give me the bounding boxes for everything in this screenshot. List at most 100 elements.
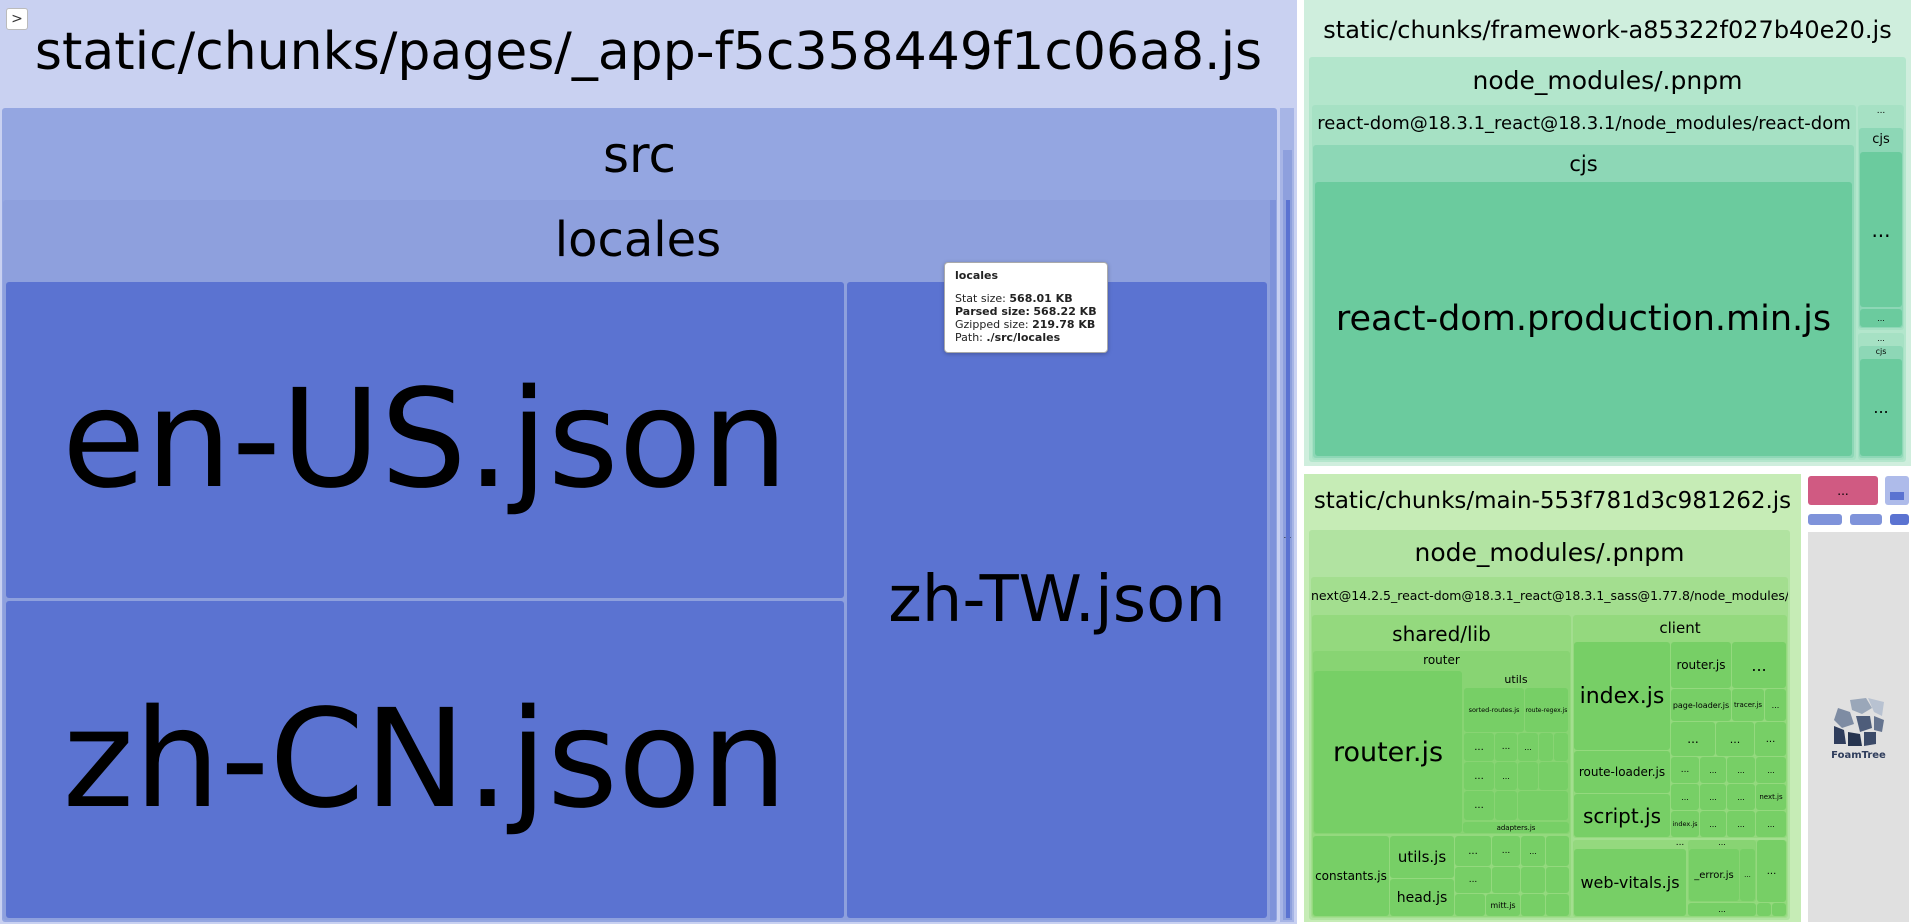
page-loader-label: page-loader.js bbox=[1672, 700, 1730, 710]
utils-file-h[interactable] bbox=[1518, 762, 1538, 790]
mitt-label: mitt.js bbox=[1490, 900, 1516, 910]
client-file-i[interactable]: ... bbox=[1756, 757, 1786, 783]
utils-file-k[interactable] bbox=[1495, 791, 1517, 820]
utils-file-a[interactable]: ... bbox=[1464, 733, 1494, 761]
small-index-label: index.js bbox=[1672, 820, 1698, 828]
shared-file-j[interactable] bbox=[1521, 894, 1545, 916]
file-en-us-json[interactable]: en-US.json bbox=[6, 282, 844, 598]
client-file-f[interactable]: ... bbox=[1671, 757, 1699, 783]
next-js-file[interactable]: next.js bbox=[1756, 784, 1786, 810]
tooltip-path-value: ./src/locales bbox=[986, 331, 1061, 344]
dots: ... bbox=[1474, 770, 1484, 782]
src-small-strip[interactable] bbox=[1270, 200, 1276, 920]
utils-file-j[interactable]: ... bbox=[1464, 791, 1494, 820]
tooltip-path-label: Path: bbox=[955, 331, 983, 344]
shared-file-e[interactable]: ... bbox=[1455, 867, 1491, 893]
client-file-g[interactable]: ... bbox=[1700, 757, 1726, 783]
dots: ... bbox=[1766, 865, 1777, 877]
shared-file-b[interactable]: ... bbox=[1492, 836, 1520, 866]
react-dom-package-label: react-dom@18.3.1_react@18.3.1/node_modul… bbox=[1317, 113, 1851, 134]
lib-file-d[interactable] bbox=[1772, 903, 1786, 916]
client-file-d[interactable]: ... bbox=[1716, 722, 1754, 756]
utils-file-b[interactable]: ... bbox=[1495, 733, 1517, 761]
small-chunk-blue[interactable] bbox=[1885, 476, 1909, 505]
client-index-file[interactable]: index.js bbox=[1574, 642, 1670, 750]
head-js-label: head.js bbox=[1396, 889, 1448, 906]
dots: ... bbox=[1681, 792, 1689, 802]
tooltip: locales Stat size: 568.01 KB Parsed size… bbox=[944, 262, 1108, 353]
web-vitals-file[interactable]: web-vitals.js bbox=[1574, 849, 1686, 916]
error-js-file[interactable]: _error.js bbox=[1689, 849, 1739, 901]
sorted-routes-file[interactable]: sorted-routes.js bbox=[1464, 688, 1524, 732]
react-dom-production-file[interactable]: react-dom.production.min.js bbox=[1315, 182, 1852, 456]
client-file-o[interactable]: ... bbox=[1756, 811, 1786, 837]
router-js-file[interactable]: router.js bbox=[1314, 671, 1462, 833]
utils-file-l[interactable] bbox=[1518, 791, 1568, 820]
utils-file-d[interactable] bbox=[1539, 733, 1553, 761]
shared-file-h[interactable] bbox=[1546, 867, 1569, 893]
small-chunk-pink[interactable]: ... bbox=[1808, 476, 1878, 505]
dots: ... bbox=[1529, 846, 1537, 856]
tooltip-gzip-label: Gzipped size: bbox=[955, 318, 1029, 331]
file-zh-cn-json[interactable]: zh-CN.json bbox=[6, 601, 844, 918]
small-index-file[interactable]: index.js bbox=[1671, 811, 1699, 837]
utils-file-i[interactable] bbox=[1539, 762, 1568, 790]
client-file-l[interactable]: ... bbox=[1727, 784, 1755, 810]
lib-file-c[interactable] bbox=[1757, 903, 1771, 916]
client-file-h[interactable]: ... bbox=[1727, 757, 1755, 783]
client-file-n[interactable]: ... bbox=[1727, 811, 1755, 837]
utils-file-e[interactable] bbox=[1554, 733, 1568, 761]
adapters-file[interactable]: adapters.js bbox=[1463, 822, 1569, 833]
constants-label: constants.js bbox=[1315, 869, 1387, 883]
sidebar-toggle-button[interactable]: > bbox=[6, 8, 28, 30]
tracer-file[interactable]: tracer.js bbox=[1732, 689, 1764, 721]
router-dir-label: router bbox=[1423, 653, 1460, 667]
route-loader-file[interactable]: route-loader.js bbox=[1574, 751, 1670, 793]
dots: ... bbox=[1501, 846, 1511, 856]
client-file-j[interactable]: ... bbox=[1671, 784, 1699, 810]
script-js-file[interactable]: script.js bbox=[1574, 794, 1670, 837]
client-file-a[interactable]: ... bbox=[1732, 642, 1786, 688]
client-router-file[interactable]: router.js bbox=[1671, 642, 1731, 688]
framework-side-file-2[interactable]: ... bbox=[1860, 359, 1902, 456]
shared-file-c[interactable]: ... bbox=[1521, 836, 1545, 866]
head-js-file[interactable]: head.js bbox=[1390, 879, 1454, 916]
adapters-label: adapters.js bbox=[1496, 823, 1536, 832]
mitt-file[interactable]: mitt.js bbox=[1486, 894, 1520, 916]
small-chunk-blue-c[interactable] bbox=[1890, 514, 1909, 525]
constants-file[interactable]: constants.js bbox=[1313, 836, 1389, 916]
tracer-label: tracer.js bbox=[1733, 701, 1763, 709]
error-side-file[interactable]: ... bbox=[1740, 849, 1755, 901]
utils-file-f[interactable]: ... bbox=[1464, 762, 1494, 790]
small-chunk-blue-inner[interactable] bbox=[1890, 492, 1904, 500]
utils-file-g[interactable]: ... bbox=[1495, 762, 1517, 790]
dots: ... bbox=[1765, 733, 1776, 745]
dots: ... bbox=[1709, 792, 1717, 802]
dots: ... bbox=[1737, 819, 1745, 829]
small-chunk-blue-b[interactable] bbox=[1850, 514, 1882, 525]
client-file-e[interactable]: ... bbox=[1755, 722, 1786, 756]
shared-file-g[interactable] bbox=[1521, 867, 1545, 893]
client-file-m[interactable]: ... bbox=[1700, 811, 1726, 837]
framework-chunk-title: static/chunks/framework-a85322f027b40e20… bbox=[1323, 16, 1892, 44]
client-file-c[interactable]: ... bbox=[1671, 722, 1715, 756]
utils-js-file[interactable]: utils.js bbox=[1390, 836, 1454, 878]
client-file-k[interactable]: ... bbox=[1700, 784, 1726, 810]
shared-file-a[interactable]: ... bbox=[1455, 836, 1491, 866]
framework-side-file[interactable]: ... bbox=[1860, 152, 1902, 307]
error-js-label: _error.js bbox=[1694, 869, 1734, 881]
utils-file-c[interactable]: ... bbox=[1518, 733, 1538, 761]
shared-file-d[interactable] bbox=[1546, 836, 1569, 866]
client-file-b[interactable]: ... bbox=[1765, 689, 1786, 721]
lib-file-a[interactable]: ... bbox=[1757, 840, 1786, 902]
file-zh-tw-json[interactable]: zh-TW.json bbox=[847, 282, 1267, 918]
small-chunk-blue-a[interactable] bbox=[1808, 514, 1842, 525]
lib-file-b[interactable]: ... bbox=[1688, 903, 1756, 916]
shared-file-i[interactable] bbox=[1455, 894, 1485, 916]
page-loader-file[interactable]: page-loader.js bbox=[1671, 689, 1731, 721]
shared-file-k[interactable] bbox=[1546, 894, 1569, 916]
route-regex-file[interactable]: route-regex.js bbox=[1525, 688, 1568, 732]
shared-file-f[interactable] bbox=[1492, 867, 1520, 893]
framework-side-small-file[interactable]: ... bbox=[1860, 309, 1902, 327]
app-strip-inner[interactable] bbox=[1286, 200, 1290, 918]
